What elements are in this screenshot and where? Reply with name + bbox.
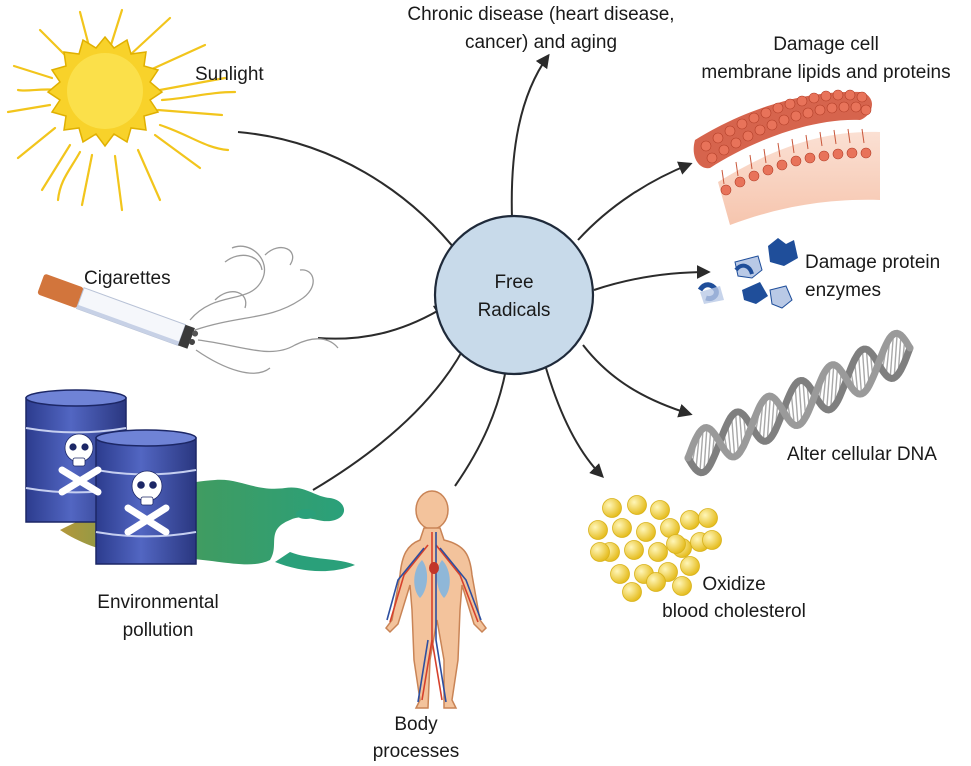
dna-rung xyxy=(893,333,898,378)
dna-rung xyxy=(695,438,700,470)
dna-rung xyxy=(822,375,827,407)
dna-rung xyxy=(889,337,894,379)
cholesterol-globule xyxy=(702,530,722,550)
cell-membrane-icon xyxy=(693,89,880,225)
cholesterol-globule xyxy=(666,534,686,554)
skull-crossbones-icon xyxy=(124,470,170,536)
center-label-line1: Free xyxy=(494,272,533,293)
dna-rung xyxy=(699,431,704,473)
arrow-body xyxy=(454,355,514,487)
sun-icon xyxy=(6,8,237,212)
cholesterol-globule xyxy=(612,518,632,538)
arrow-pollution xyxy=(312,333,472,491)
label-body-line2: processes xyxy=(373,741,460,762)
arrow-protein xyxy=(593,265,711,291)
arrows xyxy=(237,53,711,491)
label-cigarettes: Cigarettes xyxy=(84,268,171,289)
label-pollution-line1: Environmental xyxy=(97,592,218,613)
dna-strand xyxy=(684,329,914,462)
cholesterol-globules-icon xyxy=(588,495,722,602)
human-body-icon xyxy=(385,490,487,709)
label-chronic-line2: cancer) and aging xyxy=(465,32,617,53)
dna-rung xyxy=(758,407,764,439)
cholesterol-globule xyxy=(672,576,692,596)
dna-strand xyxy=(684,344,914,477)
arrow-cholesterol xyxy=(545,367,604,478)
cholesterol-globule xyxy=(624,540,644,560)
label-membrane-line1: Damage cell xyxy=(773,34,879,55)
arrow-chronic xyxy=(510,53,550,219)
cholesterol-globule xyxy=(610,564,630,584)
cholesterol-globule xyxy=(646,572,666,592)
arrow-sunlight xyxy=(237,131,464,261)
cholesterol-globule xyxy=(636,522,656,542)
label-dna: Alter cellular DNA xyxy=(787,444,937,465)
dna-rung xyxy=(857,353,863,394)
dna-rung xyxy=(766,396,771,441)
dna-rung xyxy=(826,368,831,410)
dna-helix-icon xyxy=(684,329,914,477)
label-cholesterol-line1: Oxidize xyxy=(702,574,765,595)
cholesterol-globule xyxy=(680,556,700,576)
dna-rung xyxy=(885,344,890,376)
label-protein-line1: Damage protein xyxy=(805,252,940,273)
dna-rung xyxy=(762,400,768,442)
free-radicals-node: Free Radicals xyxy=(433,214,595,376)
cholesterol-globule xyxy=(602,498,622,518)
label-cholesterol-line2: blood cholesterol xyxy=(662,601,806,622)
label-membrane-line2: membrane lipids and proteins xyxy=(701,62,950,83)
center-label-line2: Radicals xyxy=(478,300,551,321)
cholesterol-globule xyxy=(588,520,608,540)
protein-fragments-icon xyxy=(697,238,798,309)
label-body-line1: Body xyxy=(394,714,438,735)
cholesterol-globule xyxy=(680,510,700,530)
label-chronic-line1: Chronic disease (heart disease, xyxy=(407,4,674,25)
cholesterol-globule xyxy=(648,542,668,562)
cholesterol-globule xyxy=(622,582,642,602)
cigarette-icon xyxy=(37,245,339,374)
pollution-barrels-icon xyxy=(25,389,355,572)
arrow-membrane xyxy=(577,161,693,241)
dna-rung xyxy=(830,365,835,410)
cholesterol-globule xyxy=(698,508,718,528)
arrow-cigarettes xyxy=(317,304,449,340)
cholesterol-globule xyxy=(650,500,670,520)
dna-rung xyxy=(730,416,736,457)
label-protein-line2: enzymes xyxy=(805,280,881,301)
label-pollution-line2: pollution xyxy=(123,620,194,641)
arrow-dna xyxy=(582,344,693,418)
cholesterol-globule xyxy=(627,495,647,515)
label-sunlight: Sunlight xyxy=(195,64,264,85)
dna-rung xyxy=(703,428,708,473)
dna-rung xyxy=(794,384,799,426)
cholesterol-globule xyxy=(590,542,610,562)
skull-crossbones-icon xyxy=(58,433,102,496)
